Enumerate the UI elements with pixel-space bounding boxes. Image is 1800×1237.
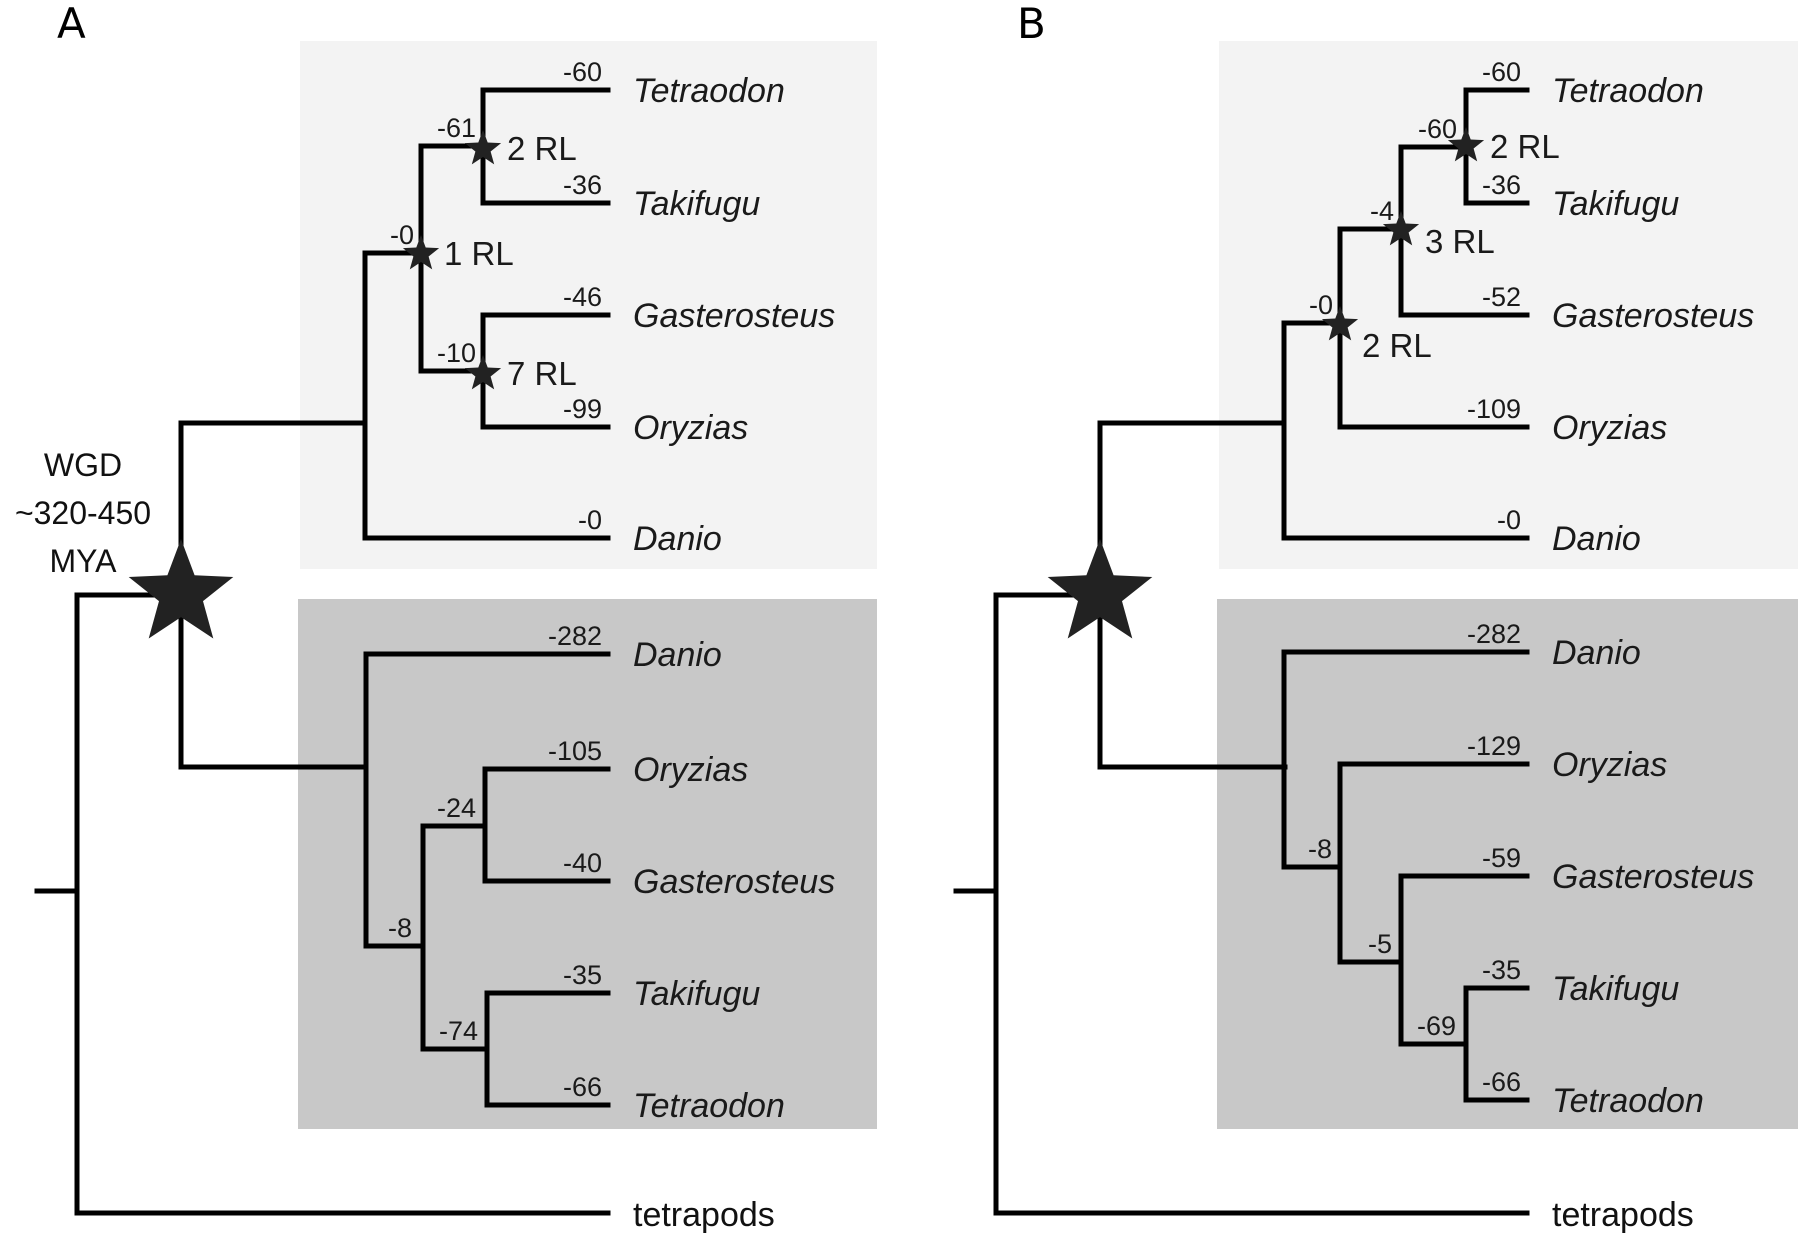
lower-leaf-value: -40 xyxy=(563,848,602,878)
lower-species-label: Oryzias xyxy=(633,751,748,789)
lower-species-label: Takifugu xyxy=(633,975,760,1013)
lower-leaf-value: -282 xyxy=(548,621,602,651)
lower-node-value: -74 xyxy=(439,1016,478,1046)
upper-species-label: Danio xyxy=(1552,520,1641,558)
panel-b-label: B xyxy=(1017,0,1046,48)
upper-node-tetraodon-takifugu-star-icon xyxy=(464,130,502,165)
upper-species-label: Tetraodon xyxy=(633,72,785,110)
upper-species-label: Takifugu xyxy=(633,185,760,223)
upper-node-value: -60 xyxy=(1418,114,1457,144)
upper-species-label: Oryzias xyxy=(633,409,748,447)
wgd-star-icon xyxy=(128,539,234,639)
lower-leaf-value: -129 xyxy=(1467,731,1521,761)
lower-species-label: Tetraodon xyxy=(1552,1082,1704,1120)
upper-node-smegmamorpharia-rl-label: 3 RL xyxy=(1425,223,1495,260)
upper-node-value: -10 xyxy=(437,338,476,368)
upper-node-root-star-icon xyxy=(402,235,440,270)
upper-leaf-value: -60 xyxy=(563,57,602,87)
upper-node-tetraodon-takifugu-star-icon xyxy=(1447,127,1485,162)
upper-node-value: -0 xyxy=(1309,290,1333,320)
panel-b-lower-box xyxy=(1217,599,1798,1129)
panel-b-upper-box xyxy=(1219,41,1798,569)
panel-a-upper-box xyxy=(300,41,877,569)
wgd-label-line1: WGD xyxy=(44,447,122,483)
tetrapods-label: tetrapods xyxy=(1552,1196,1694,1234)
upper-species-label: Gasterosteus xyxy=(1552,297,1754,335)
tetrapods-label: tetrapods xyxy=(633,1196,775,1234)
upper-leaf-value: -0 xyxy=(578,505,602,535)
upper-leaf-value: -46 xyxy=(563,282,602,312)
lower-leaf-value: -35 xyxy=(1482,955,1521,985)
upper-species-label: Oryzias xyxy=(1552,409,1667,447)
lower-species-label: Gasterosteus xyxy=(1552,858,1754,896)
lower-node-value: -8 xyxy=(1308,834,1332,864)
lower-species-label: Oryzias xyxy=(1552,746,1667,784)
upper-node-value: -61 xyxy=(437,113,476,143)
lower-leaf-value: -105 xyxy=(548,736,602,766)
lower-species-label: Takifugu xyxy=(1552,970,1679,1008)
lower-leaf-value: -59 xyxy=(1482,843,1521,873)
wgd-label-line2: ~320-450 xyxy=(15,495,151,531)
wgd-star-icon xyxy=(1047,539,1153,639)
upper-node-tetraodon-takifugu-rl-label: 2 RL xyxy=(1490,128,1560,165)
upper-leaf-value: -60 xyxy=(1482,57,1521,87)
lower-leaf-value: -282 xyxy=(1467,619,1521,649)
upper-node-smegmamorpharia-star-icon xyxy=(1382,211,1420,246)
upper-leaf-value: -109 xyxy=(1467,394,1521,424)
lower-node-value: -24 xyxy=(437,793,476,823)
upper-leaf-value: -36 xyxy=(1482,170,1521,200)
upper-node-tetraodon-takifugu-rl-label: 2 RL xyxy=(507,130,577,167)
wgd-label-line3: MYA xyxy=(50,543,118,579)
upper-species-label: Danio xyxy=(633,520,722,558)
lower-node-value: -8 xyxy=(388,913,412,943)
upper-node-gasterosteus-oryzias-rl-label: 7 RL xyxy=(507,355,577,392)
upper-species-label: Takifugu xyxy=(1552,185,1679,223)
panel-a-lower-box xyxy=(298,599,877,1129)
upper-node-value: -4 xyxy=(1370,196,1394,226)
lower-species-label: Tetraodon xyxy=(633,1087,785,1125)
upper-node-value: -0 xyxy=(390,220,414,250)
lower-species-label: Danio xyxy=(1552,634,1641,672)
upper-node-root-rl-label: 1 RL xyxy=(444,235,514,272)
upper-leaf-value: -36 xyxy=(563,170,602,200)
panel-a-label: A xyxy=(57,0,86,48)
upper-node-percomorpha-star-icon xyxy=(1321,306,1359,341)
lower-leaf-value: -35 xyxy=(563,960,602,990)
upper-node-percomorpha-rl-label: 2 RL xyxy=(1362,327,1432,364)
lower-species-label: Danio xyxy=(633,636,722,674)
upper-species-label: Tetraodon xyxy=(1552,72,1704,110)
lower-species-label: Gasterosteus xyxy=(633,863,835,901)
upper-leaf-value: -99 xyxy=(563,394,602,424)
upper-leaf-value: -0 xyxy=(1497,505,1521,535)
lower-node-value: -5 xyxy=(1368,929,1392,959)
upper-leaf-value: -52 xyxy=(1482,282,1521,312)
lower-node-value: -69 xyxy=(1417,1011,1456,1041)
upper-node-gasterosteus-oryzias-star-icon xyxy=(464,355,502,390)
lower-leaf-value: -66 xyxy=(1482,1067,1521,1097)
upper-species-label: Gasterosteus xyxy=(633,297,835,335)
lower-leaf-value: -66 xyxy=(563,1072,602,1102)
